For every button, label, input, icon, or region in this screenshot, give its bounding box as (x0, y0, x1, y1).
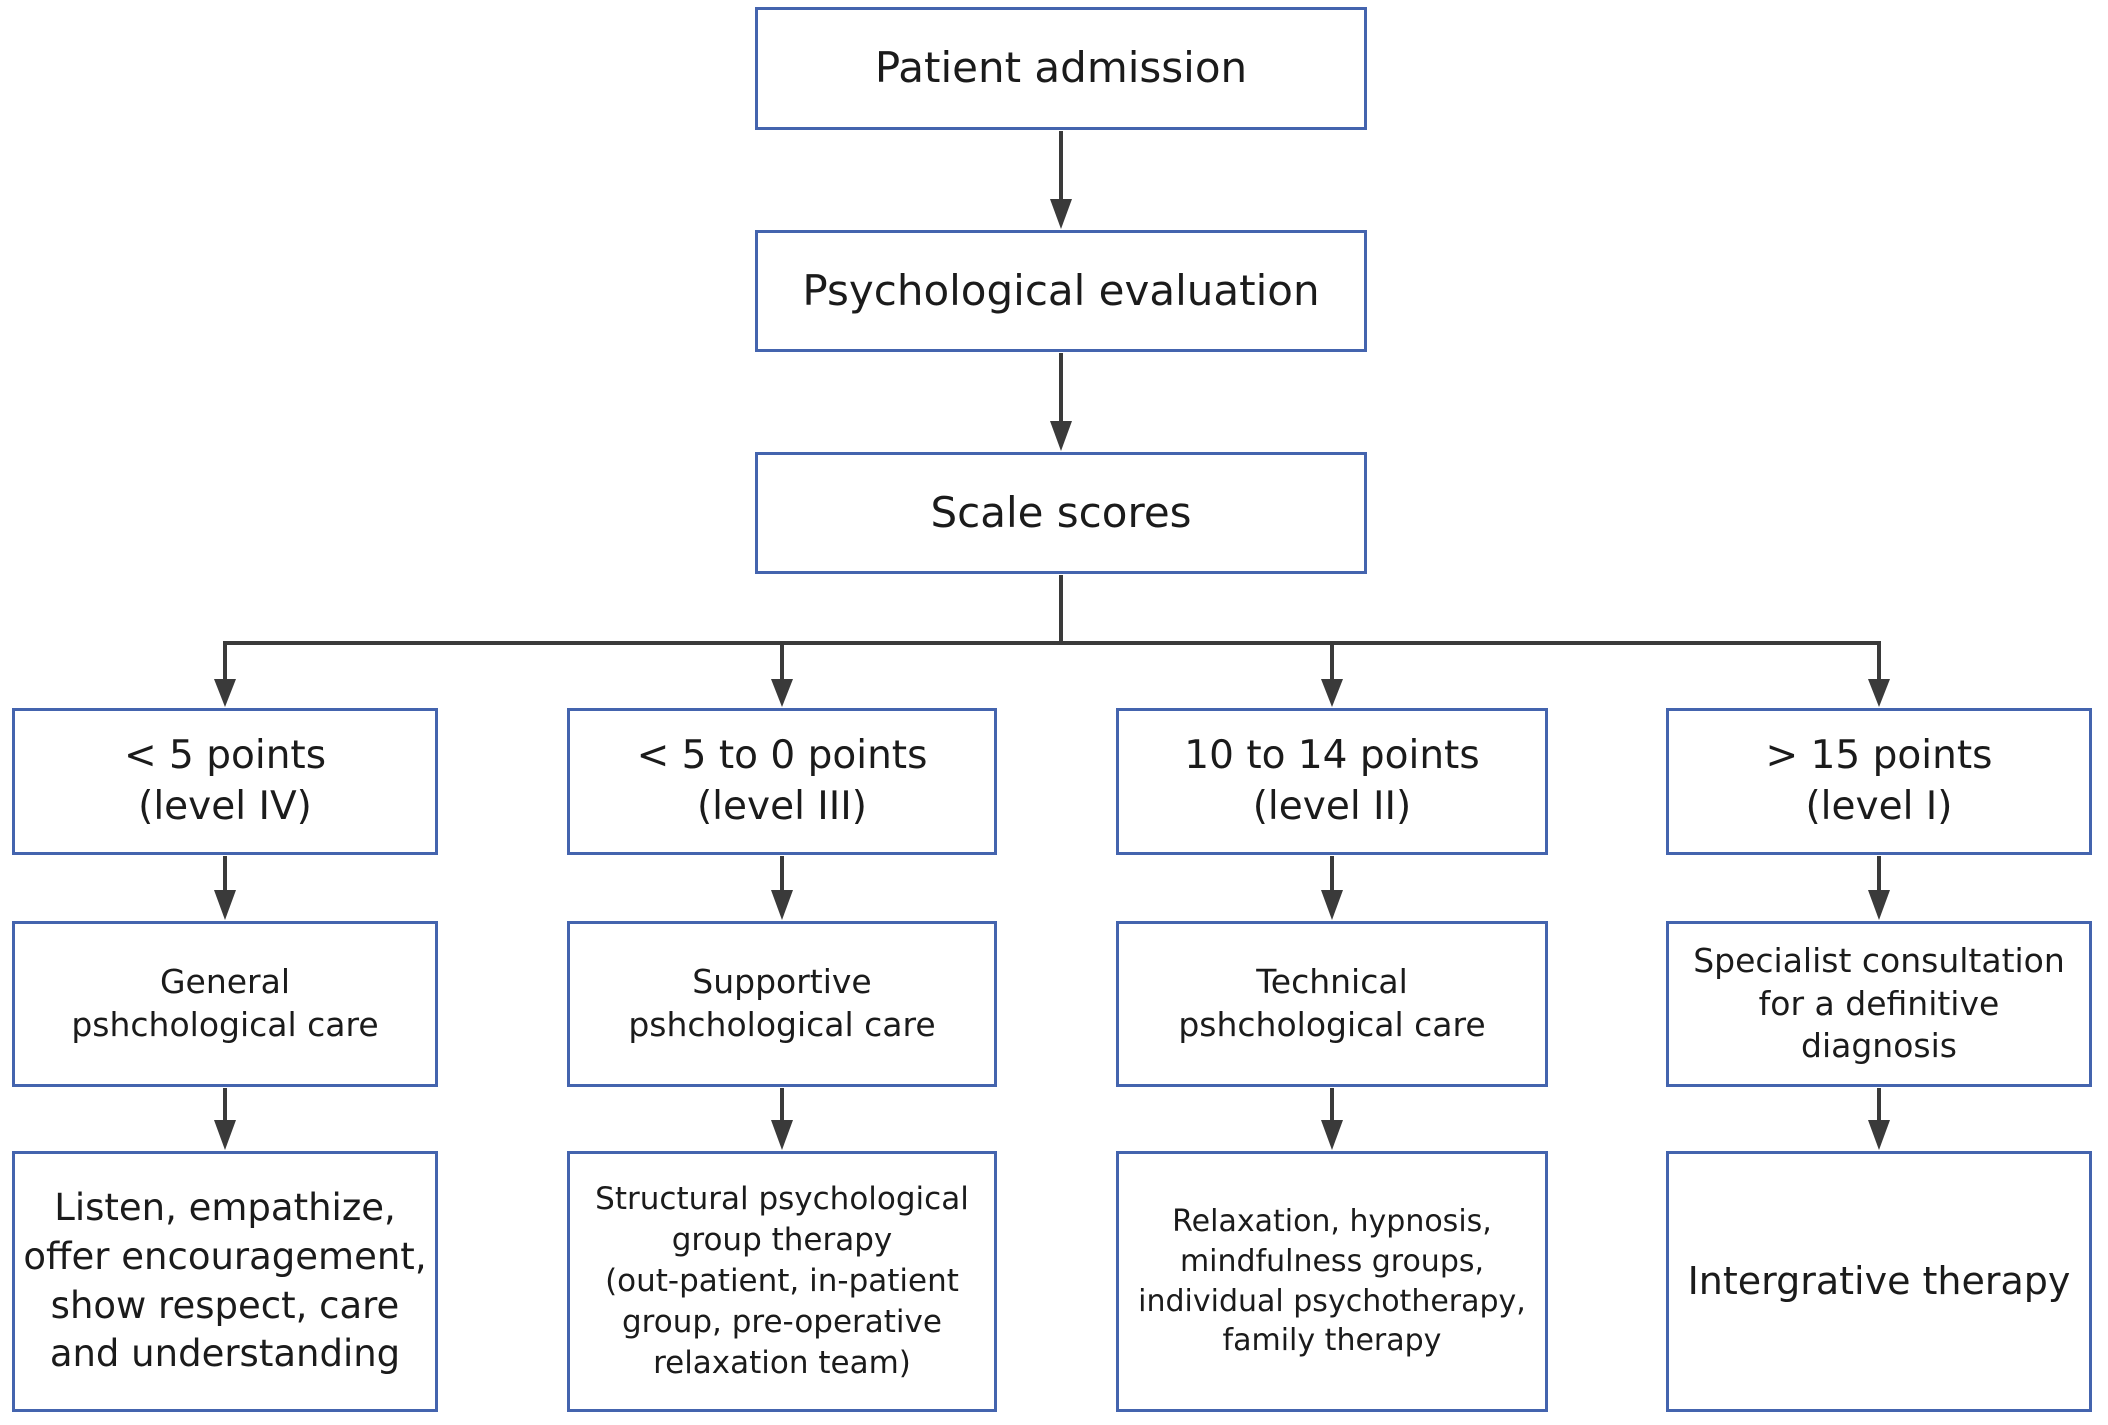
arrow-care-to-intervention-level-iv (214, 1088, 236, 1150)
arrow-to-score-level-iv (214, 641, 236, 707)
arrow-evaluation-to-scores (1050, 353, 1072, 451)
node-care-general: General pshchological care (12, 921, 438, 1087)
arrow-to-score-level-ii (1321, 641, 1343, 707)
arrow-score-to-care-level-i (1868, 856, 1890, 920)
node-score-level-ii: 10 to 14 points (level II) (1116, 708, 1548, 855)
node-patient-admission: Patient admission (755, 7, 1367, 130)
arrow-care-to-intervention-level-iii (771, 1088, 793, 1150)
node-psychological-evaluation: Psychological evaluation (755, 230, 1367, 352)
node-intervention-level-ii: Relaxation, hypnosis, mindfulness groups… (1116, 1151, 1548, 1412)
arrow-score-to-care-level-ii (1321, 856, 1343, 920)
branch-distribution-line (225, 575, 1879, 645)
arrow-admission-to-evaluation (1050, 131, 1072, 229)
arrow-care-to-intervention-level-i (1868, 1088, 1890, 1150)
node-scale-scores: Scale scores (755, 452, 1367, 574)
node-score-level-i: > 15 points (level I) (1666, 708, 2092, 855)
arrow-care-to-intervention-level-ii (1321, 1088, 1343, 1150)
node-care-supportive: Supportive pshchological care (567, 921, 997, 1087)
node-care-technical: Technical pshchological care (1116, 921, 1548, 1087)
arrow-score-to-care-level-iii (771, 856, 793, 920)
arrow-to-score-level-i (1868, 641, 1890, 707)
node-care-specialist-consultation: Specialist consultation for a definitive… (1666, 921, 2092, 1087)
node-score-level-iv: < 5 points (level IV) (12, 708, 438, 855)
node-intervention-level-i: Intergrative therapy (1666, 1151, 2092, 1412)
arrow-to-score-level-iii (771, 641, 793, 707)
node-intervention-level-iii: Structural psychological group therapy (… (567, 1151, 997, 1412)
arrow-score-to-care-level-iv (214, 856, 236, 920)
node-intervention-level-iv: Listen, empathize, offer encouragement, … (12, 1151, 438, 1412)
node-score-level-iii: < 5 to 0 points (level III) (567, 708, 997, 855)
